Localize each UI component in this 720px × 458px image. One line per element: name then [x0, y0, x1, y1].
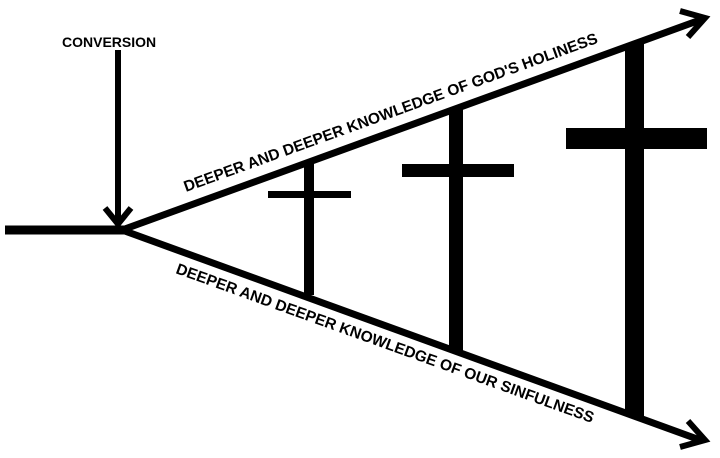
cross-large — [566, 44, 707, 416]
sinfulness-label: DEEPER AND DEEPER KNOWLEDGE OF OUR SINFU… — [174, 261, 597, 427]
holiness-arrow-head — [679, 8, 711, 40]
cross-small — [268, 163, 351, 295]
cross-medium — [402, 108, 514, 352]
conversion-label: CONVERSION — [62, 34, 156, 50]
sinfulness-arrow-line — [120, 226, 702, 444]
sinfulness-arrow-head — [679, 418, 711, 450]
conversion-arrow-head — [102, 206, 134, 229]
holiness-arrow-line — [120, 16, 702, 234]
holiness-label: DEEPER AND DEEPER KNOWLEDGE OF GOD'S HOL… — [182, 30, 600, 195]
